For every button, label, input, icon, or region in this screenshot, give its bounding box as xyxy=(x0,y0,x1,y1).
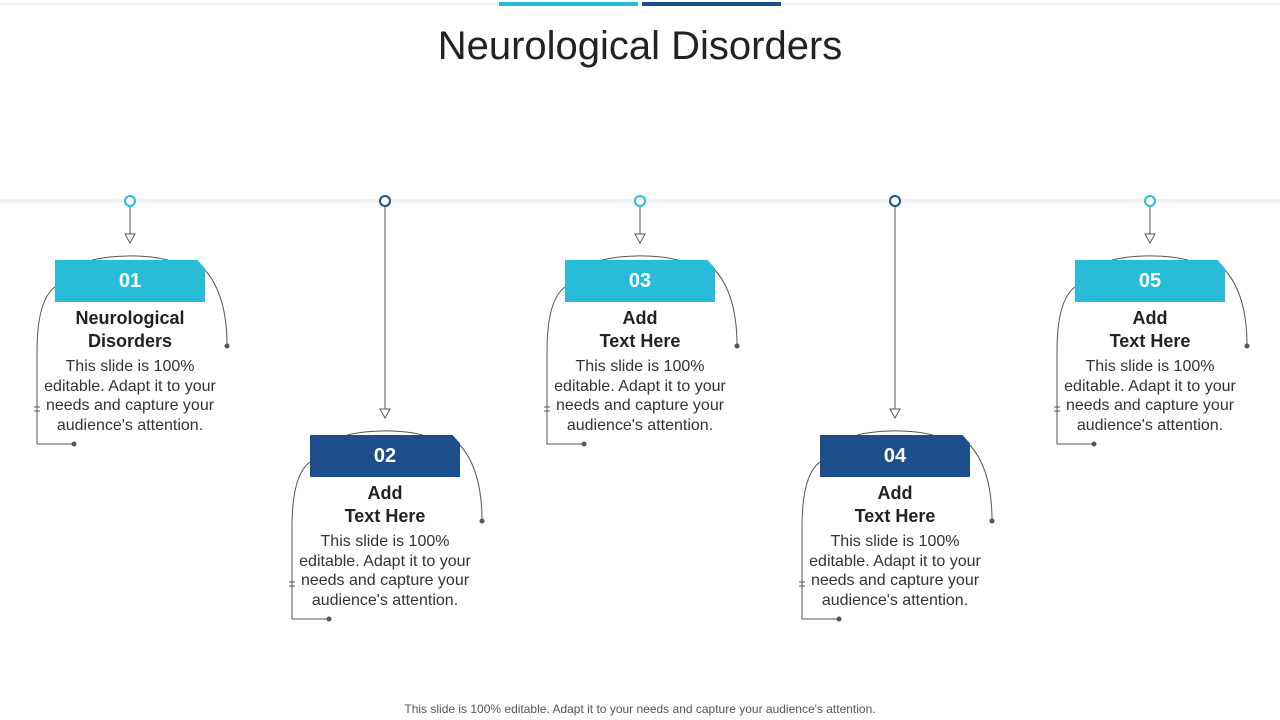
accent-bar-light xyxy=(499,2,638,6)
step-description-line: needs and capture your xyxy=(45,397,215,414)
step-badge-02: 02 xyxy=(310,435,460,477)
accent-bar-dark xyxy=(642,2,781,6)
step-description-03: This slide is 100% editable. Adapt it to … xyxy=(545,357,735,435)
step-description-line: This slide is 100% xyxy=(320,533,450,550)
curve-dot-right-03 xyxy=(734,343,740,349)
timeline-marker-04 xyxy=(889,195,901,207)
step-description-line: This slide is 100% xyxy=(575,358,705,375)
step-description-line: needs and capture your xyxy=(555,397,725,414)
timeline-marker-02 xyxy=(379,195,391,207)
timeline-marker-05 xyxy=(1144,195,1156,207)
step-heading-line: Text Here xyxy=(599,331,681,351)
step-badge-01: 01 xyxy=(55,260,205,302)
right-curve-01 xyxy=(204,269,228,346)
bracket-dot-left-03 xyxy=(581,441,587,447)
right-curve-03 xyxy=(714,269,738,346)
step-description-line: This slide is 100% xyxy=(1085,358,1215,375)
step-description-line: audience's attention. xyxy=(821,591,969,609)
timeline-marker-01 xyxy=(124,195,136,207)
arrow-head-04 xyxy=(889,408,901,420)
left-bracket-03 xyxy=(546,286,584,445)
left-bracket-01 xyxy=(36,286,74,445)
curve-dot-right-04 xyxy=(989,518,995,524)
step-description-line: audience's attention. xyxy=(56,416,204,434)
step-description-line: audience's attention. xyxy=(566,416,714,434)
step-description-01: This slide is 100% editable. Adapt it to … xyxy=(35,357,225,435)
right-curve-02 xyxy=(459,444,483,521)
badge-arc-02 xyxy=(346,430,424,436)
left-bracket-02 xyxy=(291,461,329,620)
left-bracket-05 xyxy=(1056,286,1094,445)
step-description-05: This slide is 100% editable. Adapt it to … xyxy=(1055,357,1245,435)
badge-arc-03 xyxy=(601,255,679,261)
step-heading-line: Add xyxy=(877,483,913,503)
step-badge-05: 05 xyxy=(1075,260,1225,302)
step-description-line: editable. Adapt it to your xyxy=(299,552,471,570)
right-curve-05 xyxy=(1224,269,1248,346)
step-description-line: audience's attention. xyxy=(1076,416,1224,434)
right-curve-04 xyxy=(969,444,993,521)
arrow-head-03 xyxy=(634,233,646,245)
step-heading-line: Text Here xyxy=(344,506,426,526)
step-description-line: editable. Adapt it to your xyxy=(554,377,726,395)
step-badge-04: 04 xyxy=(820,435,970,477)
step-heading-line: Add xyxy=(622,308,658,328)
step-description-04: This slide is 100% editable. Adapt it to … xyxy=(800,532,990,610)
step-description-line: needs and capture your xyxy=(300,572,470,589)
curve-dot-right-02 xyxy=(479,518,485,524)
step-description-line: audience's attention. xyxy=(311,591,459,609)
page-title: Neurological Disorders xyxy=(437,24,843,68)
bracket-dot-left-02 xyxy=(326,616,332,622)
timeline-marker-03 xyxy=(634,195,646,207)
step-heading-line: Text Here xyxy=(854,506,936,526)
arrow-head-02 xyxy=(379,408,391,420)
curve-dot-right-05 xyxy=(1244,343,1250,349)
bracket-dot-left-01 xyxy=(71,441,77,447)
step-description-02: This slide is 100% editable. Adapt it to … xyxy=(290,532,480,610)
step-description-line: This slide is 100% xyxy=(65,358,195,375)
curve-dot-right-01 xyxy=(224,343,230,349)
step-description-line: editable. Adapt it to your xyxy=(44,377,216,395)
badge-arc-01 xyxy=(91,255,169,261)
step-description-line: needs and capture your xyxy=(810,572,980,589)
bracket-dot-left-04 xyxy=(836,616,842,622)
left-bracket-04 xyxy=(801,461,839,620)
footer-note: This slide is 100% editable. Adapt it to… xyxy=(404,702,876,716)
step-description-line: needs and capture your xyxy=(1065,397,1235,414)
top-rule xyxy=(0,3,1280,5)
arrow-head-05 xyxy=(1144,233,1156,245)
step-description-line: editable. Adapt it to your xyxy=(1064,377,1236,395)
step-description-line: editable. Adapt it to your xyxy=(809,552,981,570)
step-heading-line: Neurological xyxy=(75,308,185,328)
step-heading-line: Add xyxy=(367,483,403,503)
badge-arc-05 xyxy=(1111,255,1189,261)
step-description-line: This slide is 100% xyxy=(830,533,960,550)
step-badge-03: 03 xyxy=(565,260,715,302)
step-heading-line: Add xyxy=(1132,308,1168,328)
bracket-dot-left-05 xyxy=(1091,441,1097,447)
step-heading-line: Text Here xyxy=(1109,331,1191,351)
arrow-head-01 xyxy=(124,233,136,245)
step-heading-line: Disorders xyxy=(87,331,173,351)
badge-arc-04 xyxy=(856,430,934,436)
